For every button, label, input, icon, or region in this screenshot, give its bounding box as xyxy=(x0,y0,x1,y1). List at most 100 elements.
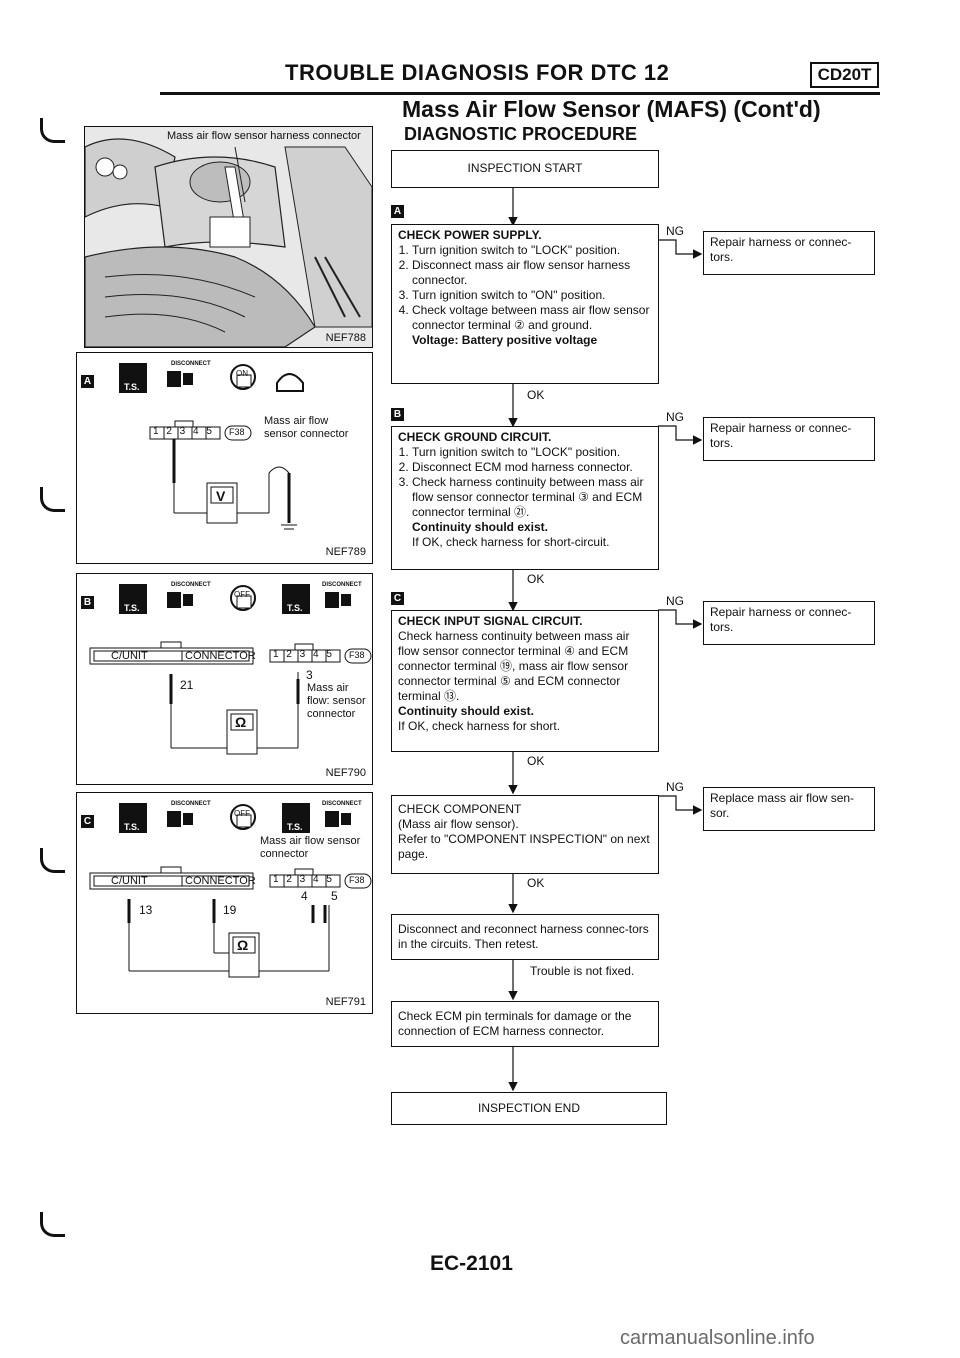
figure-a-diagram: T.S. xyxy=(119,363,304,530)
step-letter: A xyxy=(391,205,404,218)
connector-pins: 1 2 3 4 5 xyxy=(273,874,332,885)
ng-label: NG xyxy=(666,410,684,424)
step-letter: C xyxy=(391,592,404,605)
cunit-label: C/UNIT xyxy=(111,650,148,662)
voltmeter-symbol: V xyxy=(216,488,226,504)
binding-mark xyxy=(40,1212,65,1237)
figure-b-diagram: T.S. T.S. xyxy=(89,584,372,755)
step-heading: CHECK COMPONENT xyxy=(398,802,522,816)
figure-c-panel: C T.S. T.S. DISCONNECT DISCONNECT O xyxy=(76,792,373,1014)
flow-end: INSPECTION END xyxy=(391,1092,667,1125)
step-note: If OK, check harness for short. xyxy=(398,719,561,733)
step-instruction: Disconnect mass air flow sensor harness … xyxy=(412,258,652,288)
connector-pins: 1 2 3 4 5 xyxy=(153,426,212,437)
step-instruction: Turn ignition switch to "LOCK" position. xyxy=(412,243,652,258)
sensor-label: connector xyxy=(307,708,356,720)
ignition-off-label: OFF xyxy=(234,809,250,818)
binding-mark xyxy=(40,118,65,143)
sensor-label: sensor connector xyxy=(264,428,349,440)
figure-letter: C xyxy=(81,815,94,828)
step-d-box: CHECK COMPONENT (Mass air flow sensor). … xyxy=(391,795,659,874)
page-title: TROUBLE DIAGNOSIS FOR DTC 12 xyxy=(285,60,670,85)
svg-text:T.S.: T.S. xyxy=(124,603,140,613)
figure-c-diagram: T.S. T.S. xyxy=(89,803,372,978)
ignition-on-label: ON xyxy=(236,369,248,378)
trouble-not-fixed-label: Trouble is not fixed. xyxy=(530,964,635,978)
step-result: Voltage: Battery positive voltage xyxy=(412,333,598,347)
disconnect-label: DISCONNECT xyxy=(171,361,211,367)
header-rule xyxy=(160,92,880,95)
svg-text:T.S.: T.S. xyxy=(287,603,303,613)
step-instruction: Turn ignition switch to "LOCK" position. xyxy=(412,445,652,460)
ohmmeter-symbol: Ω xyxy=(235,714,247,730)
engine-code-badge: CD20T xyxy=(810,62,879,88)
figure-ref: NEF791 xyxy=(325,996,366,1008)
sensor-label: Mass air flow xyxy=(264,415,329,427)
step-e-box: Disconnect and reconnect harness connec-… xyxy=(391,914,659,960)
step-b-ng-action: Repair harness or connec-tors. xyxy=(703,417,875,461)
page-number: EC-2101 xyxy=(430,1252,513,1275)
connector-label: CONNECTOR xyxy=(185,875,256,887)
step-letter: B xyxy=(391,408,404,421)
connector-label: CONNECTOR xyxy=(185,650,256,662)
ok-label: OK xyxy=(527,754,545,768)
ohmmeter-symbol: Ω xyxy=(237,937,249,953)
step-a-ng-action: Repair harness or connec-tors. xyxy=(703,231,875,275)
ng-label: NG xyxy=(666,224,684,238)
step-note: If OK, check harness for short-circuit. xyxy=(412,535,610,549)
engine-photo-illustration xyxy=(84,127,373,348)
connector-id: F38 xyxy=(229,427,245,437)
figure-b-panel: B T.S. T.S. DISCONNECT DISCONNECT OFF xyxy=(76,573,373,785)
figure-ref: NEF788 xyxy=(323,332,368,344)
terminal-number: 19 xyxy=(223,903,237,917)
step-heading: CHECK GROUND CIRCUIT. xyxy=(398,430,552,444)
ok-label: OK xyxy=(527,876,545,890)
step-instruction: Check voltage between mass air flow sens… xyxy=(412,303,652,333)
engine-photo-panel: Mass air flow sensor harness connector N… xyxy=(84,126,373,348)
step-instruction: Disconnect ECM mod harness connector. xyxy=(412,460,652,475)
step-text: Refer to "COMPONENT INSPECTION" on next … xyxy=(398,832,650,861)
disconnect-label: DISCONNECT xyxy=(322,582,362,588)
watermark: carmanualsonline.info xyxy=(620,1327,815,1349)
step-text: Check harness continuity between mass ai… xyxy=(398,629,630,703)
figure-letter: B xyxy=(81,596,94,609)
disconnect-label: DISCONNECT xyxy=(171,582,211,588)
flow-start: INSPECTION START xyxy=(391,150,659,188)
ok-label: OK xyxy=(527,388,545,402)
photo-callout: Mass air flow sensor harness connector xyxy=(165,130,363,142)
terminal-number: 3 xyxy=(306,668,313,682)
figure-letter: A xyxy=(81,375,94,388)
binding-mark xyxy=(40,848,65,873)
step-c-box: CHECK INPUT SIGNAL CIRCUIT. Check harnes… xyxy=(391,610,659,752)
step-f-box: Check ECM pin terminals for damage or th… xyxy=(391,1001,659,1047)
figure-ref: NEF789 xyxy=(325,546,366,558)
step-heading: CHECK POWER SUPPLY. xyxy=(398,228,542,242)
ignition-off-label: OFF xyxy=(234,590,250,599)
sensor-label: flow: sensor xyxy=(307,695,366,707)
sensor-label: Mass air flow sensor xyxy=(260,835,361,847)
connector-pins: 1 2 3 4 5 xyxy=(273,649,332,660)
procedure-heading: DIAGNOSTIC PROCEDURE xyxy=(404,124,638,144)
sensor-label: connector xyxy=(260,848,309,860)
terminal-number: 13 xyxy=(139,903,153,917)
step-instruction: Turn ignition switch to "ON" position. xyxy=(412,288,652,303)
terminal-number: 5 xyxy=(331,889,338,903)
step-instruction: Check harness continuity between mass ai… xyxy=(412,475,652,520)
step-result: Continuity should exist. xyxy=(398,704,535,718)
ok-label: OK xyxy=(527,572,545,586)
step-c-ng-action: Repair harness or connec-tors. xyxy=(703,601,875,645)
sensor-label: Mass air xyxy=(307,682,349,694)
step-heading: CHECK INPUT SIGNAL CIRCUIT. xyxy=(398,614,583,628)
ng-label: NG xyxy=(666,780,684,794)
step-result: Continuity should exist. xyxy=(412,520,549,534)
binding-mark xyxy=(40,487,65,512)
step-instructions: Turn ignition switch to "LOCK" position.… xyxy=(398,243,652,333)
step-d-ng-action: Replace mass air flow sen-sor. xyxy=(703,787,875,831)
step-instructions: Turn ignition switch to "LOCK" position.… xyxy=(398,445,652,520)
cunit-label: C/UNIT xyxy=(111,875,148,887)
svg-text:T.S.: T.S. xyxy=(287,822,303,832)
figure-ref: NEF790 xyxy=(325,767,366,779)
disconnect-label: DISCONNECT xyxy=(171,801,211,807)
section-subtitle: Mass Air Flow Sensor (MAFS) (Cont'd) xyxy=(402,96,821,122)
